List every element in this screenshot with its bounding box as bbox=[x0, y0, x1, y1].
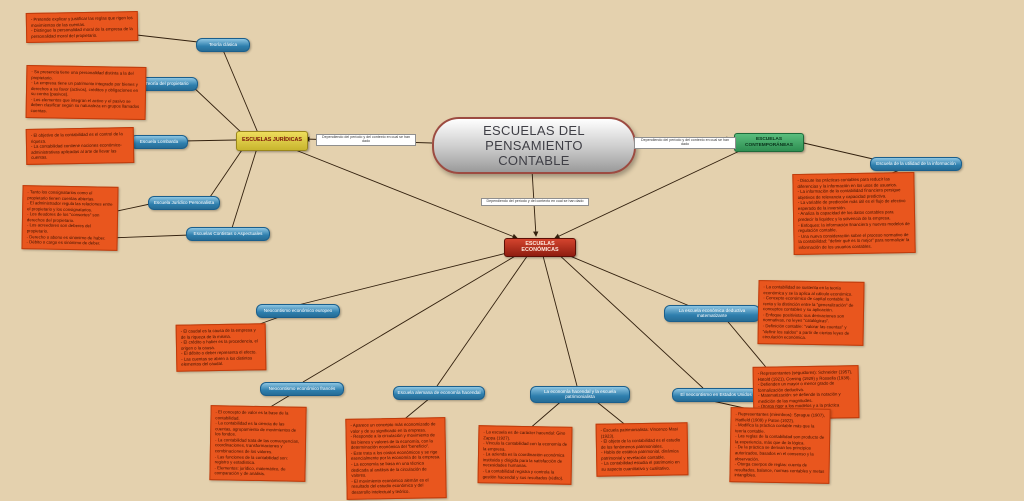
concept-note[interactable]: - Pretende explicar y justificar las reg… bbox=[25, 11, 139, 44]
concept-note[interactable]: - Aparece un concepto más economizado de… bbox=[345, 417, 447, 500]
category-juridicas[interactable]: ESCUELAS JURÍDICAS bbox=[236, 131, 308, 151]
concept-note[interactable]: - La escuela es de carácter hacendal: Gi… bbox=[477, 425, 573, 486]
concept-note[interactable]: - Su presencia tiene una personalidad di… bbox=[25, 64, 147, 120]
concept-note[interactable]: - Discute las prácticas contables para r… bbox=[792, 171, 916, 255]
edge-line bbox=[527, 397, 566, 431]
edge-line bbox=[591, 397, 629, 428]
edge-line bbox=[554, 146, 749, 239]
school-node-neocontismo-frances[interactable]: Neocontismo económico francés bbox=[260, 382, 344, 396]
concept-note[interactable]: - Tanto los consignatarios como el propi… bbox=[21, 185, 119, 251]
edge-line bbox=[287, 146, 518, 239]
school-node-lombarda[interactable]: Escuela Lombarda bbox=[130, 135, 188, 149]
edge-label: Dependiendo del período y del contexto e… bbox=[481, 198, 589, 206]
central-topic[interactable]: ESCUELAS DEL PENSAMIENTO CONTABLE bbox=[432, 117, 636, 174]
concept-note[interactable]: - Escuela patrimonialista: Vincenzo Masi… bbox=[595, 422, 689, 477]
school-node-utilidad-informacion[interactable]: Escuela de la utilidad de la información bbox=[870, 157, 962, 171]
edge-line bbox=[231, 144, 259, 229]
edge-line bbox=[297, 250, 516, 306]
concept-note[interactable]: - El objetivo de la contabilidad es el c… bbox=[25, 127, 135, 165]
category-economicas[interactable]: ESCUELAS ECONÓMICAS bbox=[504, 238, 576, 257]
edge-line bbox=[557, 250, 693, 308]
concept-note[interactable]: - El caudal es la causa de la empresa y … bbox=[175, 323, 267, 372]
school-node-contistas[interactable]: Escuelas Contistas o Aspectuales bbox=[186, 227, 270, 241]
category-contemporaneas[interactable]: ESCUELAS CONTEMPORÁNEAS bbox=[734, 133, 804, 152]
concept-note[interactable]: - La contabilidad se sustenta en la teor… bbox=[757, 280, 865, 346]
edge-line bbox=[107, 234, 191, 239]
edge-line bbox=[555, 251, 704, 389]
school-node-neocontismo-eeuu[interactable]: El neocontismo en Estados Unidos bbox=[672, 388, 760, 402]
concept-note[interactable]: - El concepto de valor es la base de la … bbox=[209, 405, 307, 482]
edge-label: Dependiendo del período y del contexto e… bbox=[316, 134, 416, 146]
edge-line bbox=[302, 251, 523, 383]
edge-line bbox=[181, 139, 237, 142]
school-node-alemana-hacendal[interactable]: Escuela alemana de economía hacendal bbox=[393, 386, 485, 400]
central-topic-label: ESCUELAS DEL PENSAMIENTO CONTABLE bbox=[483, 123, 585, 168]
edge-line bbox=[436, 251, 531, 387]
edge-line bbox=[207, 143, 247, 201]
school-node-teoria-clasica[interactable]: Teoría clásica bbox=[196, 38, 250, 52]
school-node-neocontismo-europeo[interactable]: Neocontismo económico europeo bbox=[256, 304, 340, 318]
edge-label: Dependiendo del período y del contexto e… bbox=[634, 137, 736, 149]
school-node-hacendal-patrimonialista[interactable]: La economía hacendal y la escuela patrim… bbox=[530, 386, 630, 403]
edge-line bbox=[190, 84, 245, 136]
edge-line bbox=[222, 49, 259, 134]
edge-line bbox=[541, 251, 578, 387]
edge-line bbox=[723, 316, 771, 373]
edge-line bbox=[794, 140, 874, 160]
school-node-juridico-personalista[interactable]: Escuela Jurídico Personalista bbox=[148, 196, 220, 210]
school-node-teoria-propietario[interactable]: Teoría del propietario bbox=[136, 77, 198, 91]
concept-note[interactable]: - Representantes (miembros): Sprague (19… bbox=[729, 407, 831, 484]
edge-line bbox=[127, 33, 199, 43]
school-node-deductiva-matematizante[interactable]: La escuela económica deductiva matematiz… bbox=[664, 305, 760, 322]
